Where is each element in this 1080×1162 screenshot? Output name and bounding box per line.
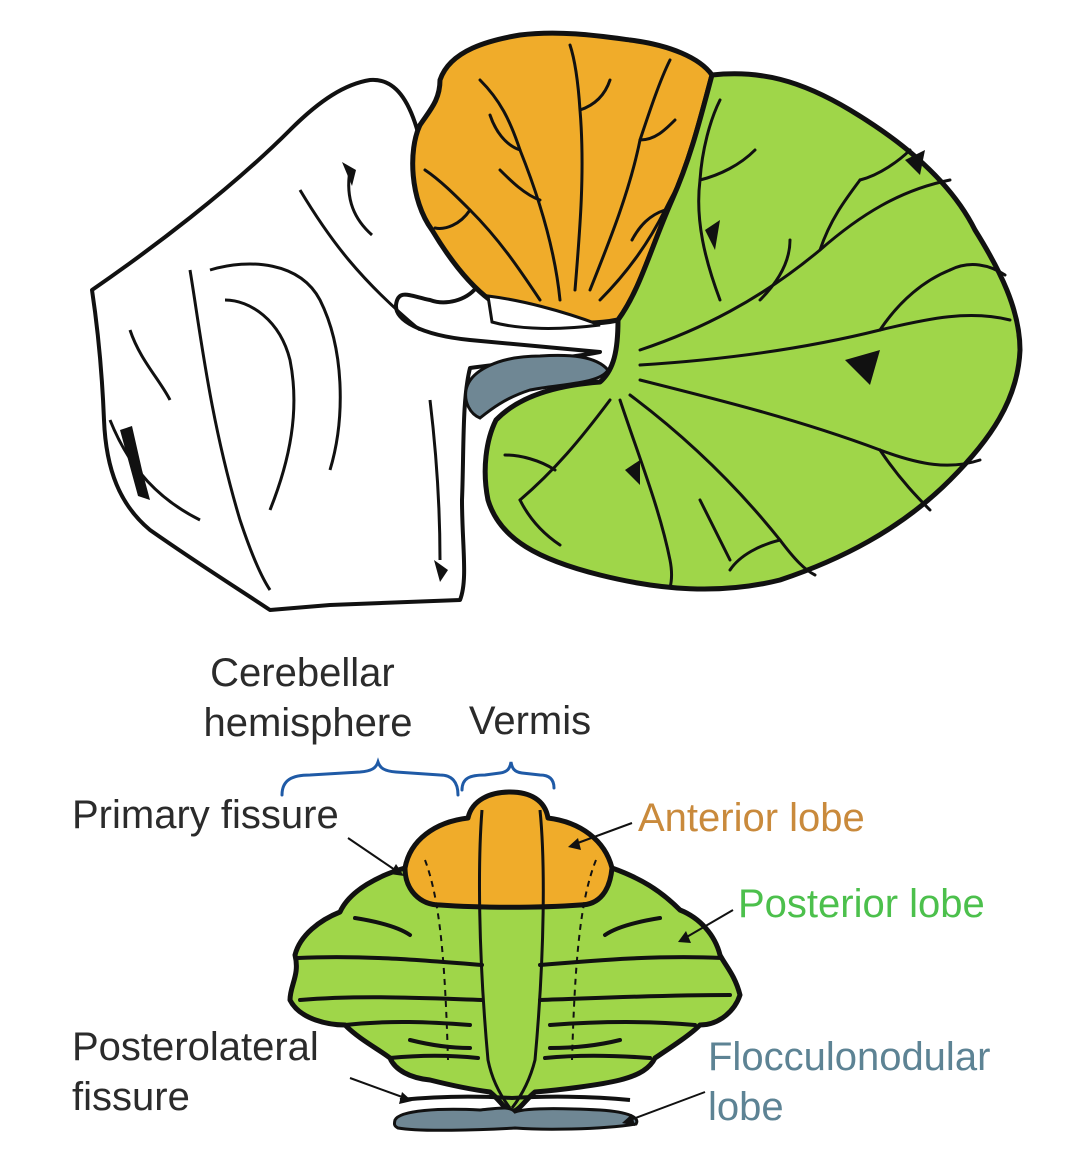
flocculonodular-lobe-arrow [629, 1091, 706, 1121]
unfolded-folia [296, 916, 732, 1060]
anterior-lobe-folia [423, 43, 702, 302]
cerebellar-hemisphere-line1: Cerebellar [210, 651, 395, 695]
primary-fissure-arrow [347, 837, 399, 873]
section-dark-gaps [625, 150, 925, 485]
primary-fissure-label: Primary fissure [72, 793, 339, 837]
posterolateral-fissure-line [399, 1094, 631, 1102]
primary-fissure-arrowhead [390, 864, 404, 876]
sagittal-section [90, 30, 1023, 612]
anterior-lobe-arrowhead [568, 838, 581, 850]
posterior-lobe-arrowhead [678, 931, 691, 943]
vermis-bracket [460, 761, 556, 792]
pointer-arrows [347, 822, 734, 1121]
anterior-lobe-arrow [574, 822, 633, 845]
brainstem-contours [108, 169, 442, 591]
posterolateral-fissure-line2: fissure [72, 1075, 190, 1119]
cerebellar-hemisphere-line2: hemisphere [203, 701, 412, 745]
posterior-lobe-folia [503, 98, 1012, 590]
cerebellar-hemisphere-label: Cerebellar hemisphere [203, 651, 412, 745]
unfolded-cerebellum: Cerebellar hemisphere Vermis Primary fis… [72, 651, 1002, 1132]
arrow-heads [390, 838, 691, 1126]
posterolateral-fissure-arrowhead [399, 1092, 412, 1104]
flocculonodular-lobe-arrowhead [622, 1114, 635, 1126]
brainstem-shading [120, 162, 448, 582]
brackets [280, 757, 556, 797]
anterior-lobe-label: Anterior lobe [638, 796, 865, 840]
posterolateral-fissure-arrow [349, 1077, 406, 1099]
posterior-lobe-arrow [684, 909, 734, 939]
posterolateral-fissure-label: Posterolateral fissure [72, 1025, 330, 1119]
flocculonodular-lobe-line2: lobe [708, 1085, 784, 1129]
fourth-ventricle [486, 294, 601, 330]
hemisphere-bracket [280, 757, 460, 797]
brainstem [90, 77, 602, 612]
anterior-lobe-unfolded [402, 789, 615, 910]
flocculonodular-lobe-label: Flocculonodular lobe [708, 1035, 1002, 1129]
vermis-label: Vermis [469, 699, 591, 743]
posterolateral-fissure-line1: Posterolateral [72, 1025, 319, 1069]
flocculonodular-lobe-section [464, 353, 610, 420]
flocculonodular-lobe-unfolded [392, 1106, 639, 1132]
flocculonodular-lobe-line1: Flocculonodular [708, 1035, 990, 1079]
posterior-lobe-label: Posterior lobe [738, 882, 985, 926]
